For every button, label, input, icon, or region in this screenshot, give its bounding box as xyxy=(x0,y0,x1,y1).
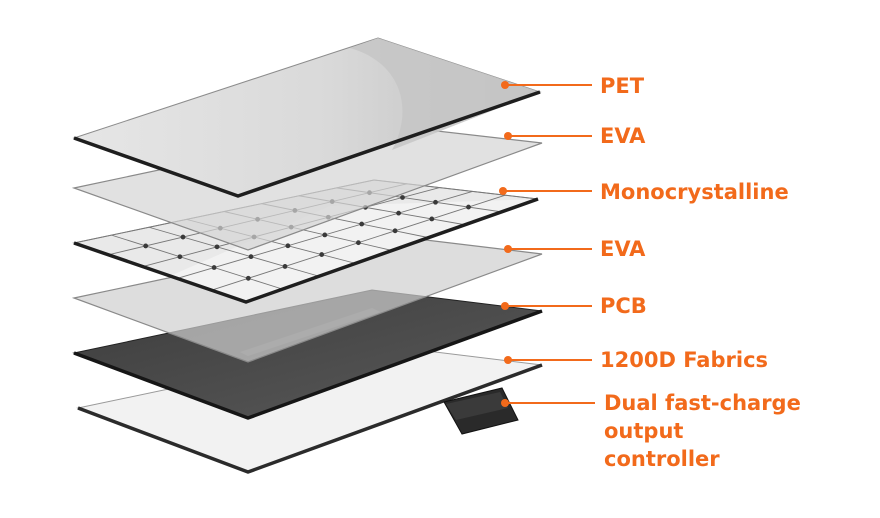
leader-pcb xyxy=(501,302,592,310)
leader-monocrystalline-dot xyxy=(499,187,507,195)
cell-junction-dot xyxy=(359,221,365,227)
leader-pet-dot xyxy=(501,81,509,89)
label-controller: Dual fast-charge output controller xyxy=(604,389,801,473)
cell-junction-dot xyxy=(177,254,183,260)
leader-pcb-dot xyxy=(501,302,509,310)
controller-box xyxy=(443,387,519,435)
leader-eva-bottom-dot xyxy=(504,245,512,253)
leader-monocrystalline xyxy=(499,187,592,195)
cell-junction-dot xyxy=(245,275,251,281)
cell-grid-line xyxy=(111,234,283,290)
cell-junction-dot xyxy=(319,252,325,257)
label-eva-bottom: EVA xyxy=(600,237,646,261)
leader-controller-dot xyxy=(501,399,509,407)
label-fabrics: 1200D Fabrics xyxy=(600,348,769,372)
cell-junction-dot xyxy=(433,199,438,205)
label-eva-top: EVA xyxy=(600,124,646,148)
leader-pet xyxy=(501,81,592,89)
cell-junction-dot xyxy=(285,243,291,249)
pet-layer xyxy=(72,37,542,198)
cell-junction-dot xyxy=(400,195,405,200)
leader-eva-top xyxy=(504,132,592,140)
leader-fabrics-dot xyxy=(504,356,512,364)
leader-fabrics xyxy=(504,356,592,364)
cell-junction-dot xyxy=(248,254,254,260)
leader-eva-top-dot xyxy=(504,132,512,140)
label-controller-line-1: Dual fast-charge xyxy=(604,391,801,415)
cell-junction-dot xyxy=(211,265,217,270)
cell-junction-dot xyxy=(143,243,149,249)
leader-eva-bottom xyxy=(504,245,592,253)
cell-junction-dot xyxy=(396,210,401,216)
cell-junction-dot xyxy=(392,228,398,234)
cell-junction-dot xyxy=(356,240,361,246)
cell-junction-dot xyxy=(322,232,328,238)
label-monocrystalline: Monocrystalline xyxy=(600,180,789,204)
cell-junction-dot xyxy=(282,264,288,269)
cell-junction-dot xyxy=(466,204,471,210)
label-controller-line-2: output xyxy=(604,419,684,443)
label-pcb: PCB xyxy=(600,294,647,318)
cell-junction-dot xyxy=(429,216,435,222)
leader-controller xyxy=(501,399,595,407)
label-pet: PET xyxy=(600,74,645,98)
label-controller-line-3: controller xyxy=(604,447,720,471)
cell-junction-dot xyxy=(214,244,220,250)
cell-grid-line xyxy=(148,226,320,277)
cell-junction-dot xyxy=(180,234,186,240)
